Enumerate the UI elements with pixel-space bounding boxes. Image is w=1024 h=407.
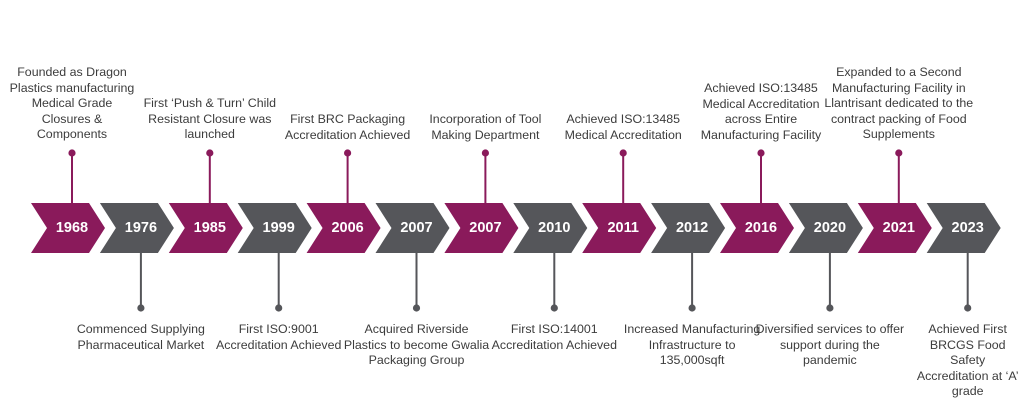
year-label: 1985 (193, 220, 226, 236)
year-label: 2012 (675, 220, 709, 236)
connector-dot (964, 304, 972, 312)
chevron-1976-1 (99, 203, 174, 253)
milestone-description: Incorporation of Tool Making Department (429, 112, 542, 142)
connector-dot (275, 304, 283, 312)
milestone-description: First ISO:9001 Accreditation Achieved (216, 322, 342, 352)
connector-dot (412, 304, 421, 312)
milestone-description: First ‘Push & Turn’ Child Resistant Clos… (143, 96, 277, 141)
milestone-description: Acquired Riverside Plastics to become Gw… (343, 322, 490, 367)
year-label: 2023 (951, 220, 984, 236)
connector-dot (137, 304, 145, 312)
milestone-description: Achieved ISO:13485 Medical Accreditation (564, 112, 682, 142)
connector-dot (619, 149, 627, 157)
chevron-1968-0 (31, 203, 105, 253)
connector-dot (895, 149, 903, 157)
connector-dot (206, 149, 214, 157)
year-label: 2007 (400, 220, 433, 236)
year-label: 2006 (331, 220, 364, 236)
chevron-2011-8 (582, 203, 657, 253)
connector-dot (481, 149, 489, 157)
milestone-description: Founded as Dragon Plastics manufacturing… (9, 65, 135, 141)
year-label: 2010 (538, 220, 571, 236)
chevron-2010-7 (513, 203, 588, 253)
chevron-2007-5 (375, 203, 450, 253)
connector-dot (757, 149, 765, 157)
milestone-description: Expanded to a Second Manufacturing Facil… (824, 65, 974, 141)
milestone-description: Achieved First BRCGS Food Safety Accredi… (916, 322, 1019, 398)
connector-dot (688, 304, 696, 312)
year-label: 1999 (262, 220, 295, 236)
year-label: 1976 (124, 220, 158, 236)
milestone-description: First ISO:14001 Accreditation Achieved (491, 322, 617, 352)
chevron-2012-9 (651, 203, 726, 253)
chevron-1999-3 (237, 203, 312, 253)
year-label: 1968 (55, 220, 89, 236)
milestone-description: Increased Manufacturing Infrastructure t… (623, 322, 761, 367)
milestone-description: Diversified services to offer support du… (755, 322, 905, 367)
chevron-2020-11 (788, 203, 863, 253)
year-label: 2016 (744, 220, 778, 236)
chevron-2006-4 (306, 203, 381, 253)
connector-dot (550, 304, 558, 312)
chevron-2023-13 (926, 203, 1001, 253)
chevron-2016-10 (720, 203, 794, 253)
chevron-1985-2 (168, 203, 243, 253)
connector-dot (344, 149, 352, 157)
year-label: 2021 (882, 220, 915, 236)
milestone-description: Commenced Supplying Pharmaceutical Marke… (76, 322, 205, 352)
milestone-description: Achieved ISO:13485 Medical Accreditation… (700, 81, 822, 142)
connector-dot (826, 304, 834, 312)
year-label: 2007 (469, 220, 502, 236)
connector-dot (68, 149, 76, 157)
year-label: 2020 (813, 220, 847, 236)
chevron-2021-12 (857, 203, 932, 253)
chevron-2007-6 (444, 203, 519, 253)
milestone-description: First BRC Packaging Accreditation Achiev… (284, 112, 411, 142)
year-label: 2011 (607, 220, 639, 236)
